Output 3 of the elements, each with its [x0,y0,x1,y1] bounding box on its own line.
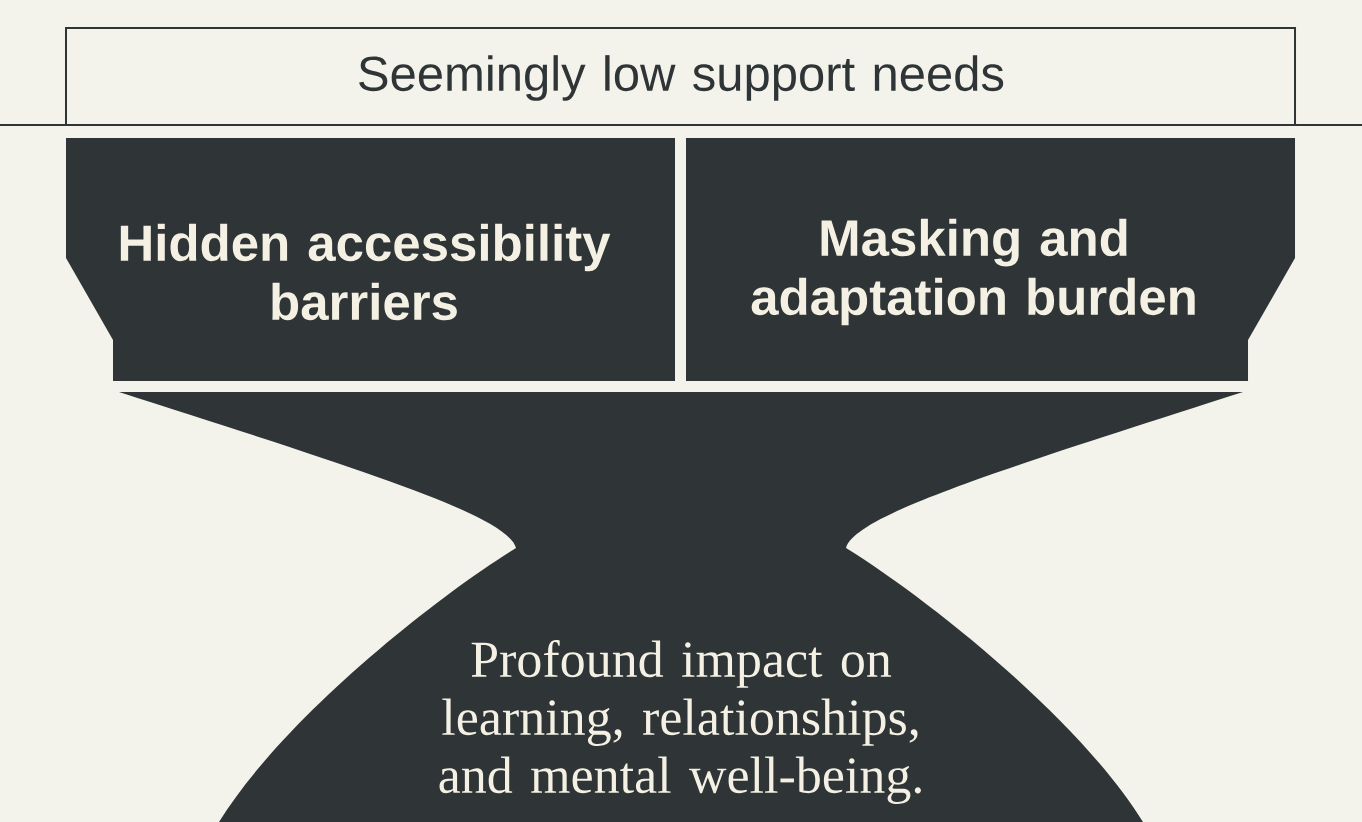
dark-panel: Masking and adaptation burden [686,138,1295,381]
outlined-box: Seemingly low support needs [65,27,1296,126]
dark-panel: Hidden accessibility barriers [66,138,675,381]
